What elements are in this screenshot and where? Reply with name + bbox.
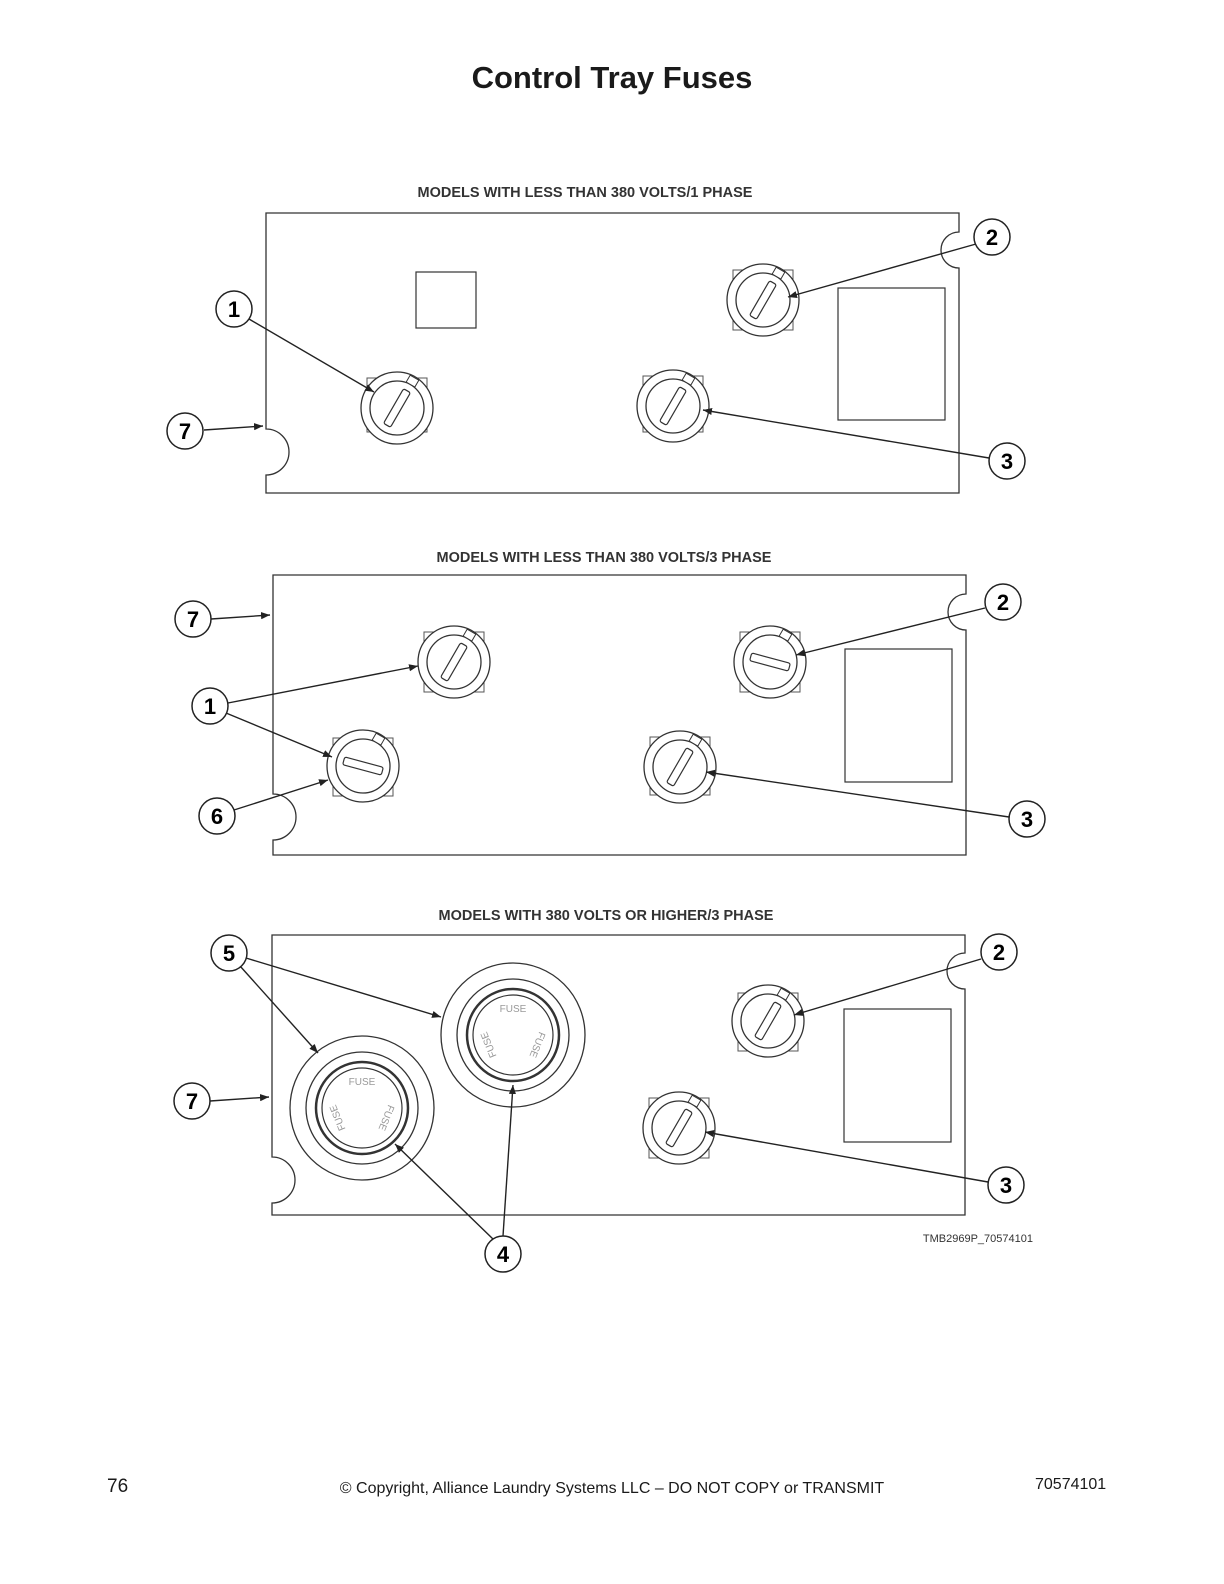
panel-1: MODELS WITH LESS THAN 380 VOLTS/1 PHASE bbox=[166, 185, 1026, 494]
panel-3-callout-4: 4 bbox=[484, 1235, 522, 1273]
panel-3-large-fuse-holder-b: FUSE FUSE FUSE bbox=[289, 1035, 435, 1181]
panel-3-heading: MODELS WITH 380 VOLTS OR HIGHER/3 PHASE bbox=[439, 908, 774, 924]
panel-2-callout-3: 3 bbox=[1008, 800, 1046, 838]
panel-3-callout-3: 3 bbox=[987, 1166, 1025, 1204]
panel-2-callout-7: 7 bbox=[174, 600, 212, 638]
panel-3-fuse-holder-2 bbox=[731, 984, 805, 1058]
panel-1-leader-lines bbox=[203, 243, 990, 459]
document-number: 70574101 bbox=[1035, 1476, 1107, 1493]
panel-1-heading: MODELS WITH LESS THAN 380 VOLTS/1 PHASE bbox=[418, 185, 753, 201]
panel-3-callout-5: 5 bbox=[210, 934, 248, 972]
panel-2-fuse-holder-2 bbox=[733, 625, 807, 699]
svg-text:7: 7 bbox=[187, 607, 199, 632]
copyright-notice: © Copyright, Alliance Laundry Systems LL… bbox=[339, 1480, 885, 1497]
svg-text:2: 2 bbox=[997, 590, 1009, 615]
panel-1-tray-outline bbox=[265, 212, 960, 494]
page-title: Control Tray Fuses bbox=[471, 60, 753, 95]
panel-2-tray-outline bbox=[272, 574, 967, 856]
panel-3: MODELS WITH 380 VOLTS OR HIGHER/3 PHASE … bbox=[173, 908, 1033, 1273]
page-number: 76 bbox=[107, 1476, 129, 1497]
panel-1-fuse-holder-3 bbox=[636, 369, 710, 443]
fuse-label: FUSE bbox=[349, 1077, 376, 1088]
panel-1-square-cutout bbox=[415, 271, 477, 329]
panel-2-fuse-holder-3 bbox=[643, 730, 717, 804]
panel-2-leader-lines bbox=[210, 607, 1010, 818]
panel-2-label-plate bbox=[844, 648, 953, 783]
panel-2: MODELS WITH LESS THAN 380 VOLTS/3 PHASE bbox=[174, 550, 1046, 856]
svg-text:1: 1 bbox=[228, 297, 240, 322]
panel-2-callout-6: 6 bbox=[198, 797, 236, 835]
svg-text:4: 4 bbox=[497, 1242, 510, 1267]
panel-2-fuse-holder-1a bbox=[417, 625, 491, 699]
svg-text:5: 5 bbox=[223, 941, 235, 966]
panel-1-callout-7: 7 bbox=[166, 412, 204, 450]
panel-1-callout-2: 2 bbox=[973, 218, 1011, 256]
svg-text:3: 3 bbox=[1021, 807, 1033, 832]
svg-text:2: 2 bbox=[993, 940, 1005, 965]
panel-2-fuse-holder-1b bbox=[326, 729, 400, 803]
panel-3-callout-2: 2 bbox=[980, 933, 1018, 971]
panel-3-callout-7: 7 bbox=[173, 1082, 211, 1120]
svg-text:1: 1 bbox=[204, 694, 216, 719]
panel-2-heading: MODELS WITH LESS THAN 380 VOLTS/3 PHASE bbox=[437, 550, 772, 566]
panel-1-fuse-holder-2 bbox=[726, 263, 800, 337]
panel-1-callout-3: 3 bbox=[988, 442, 1026, 480]
svg-text:3: 3 bbox=[1000, 1173, 1012, 1198]
panel-3-label-plate bbox=[843, 1008, 952, 1143]
panel-3-fuse-holder-3 bbox=[642, 1091, 716, 1165]
panel-1-fuse-holder-1 bbox=[360, 371, 434, 445]
panel-3-tray-outline bbox=[271, 934, 966, 1216]
panel-3-large-fuse-holder-a: FUSE FUSE FUSE bbox=[440, 962, 586, 1108]
svg-text:2: 2 bbox=[986, 225, 998, 250]
svg-text:6: 6 bbox=[211, 804, 223, 829]
panel-3-leader-lines bbox=[209, 957, 989, 1241]
figure-id: TMB2969P_70574101 bbox=[923, 1233, 1033, 1245]
fuse-label: FUSE bbox=[500, 1004, 527, 1015]
panel-1-callout-1: 1 bbox=[215, 290, 253, 328]
panel-2-callout-2: 2 bbox=[984, 583, 1022, 621]
svg-text:3: 3 bbox=[1001, 449, 1013, 474]
panel-2-callout-1: 1 bbox=[191, 687, 229, 725]
svg-text:7: 7 bbox=[186, 1089, 198, 1114]
panel-1-label-plate bbox=[837, 287, 946, 421]
svg-text:7: 7 bbox=[179, 419, 191, 444]
